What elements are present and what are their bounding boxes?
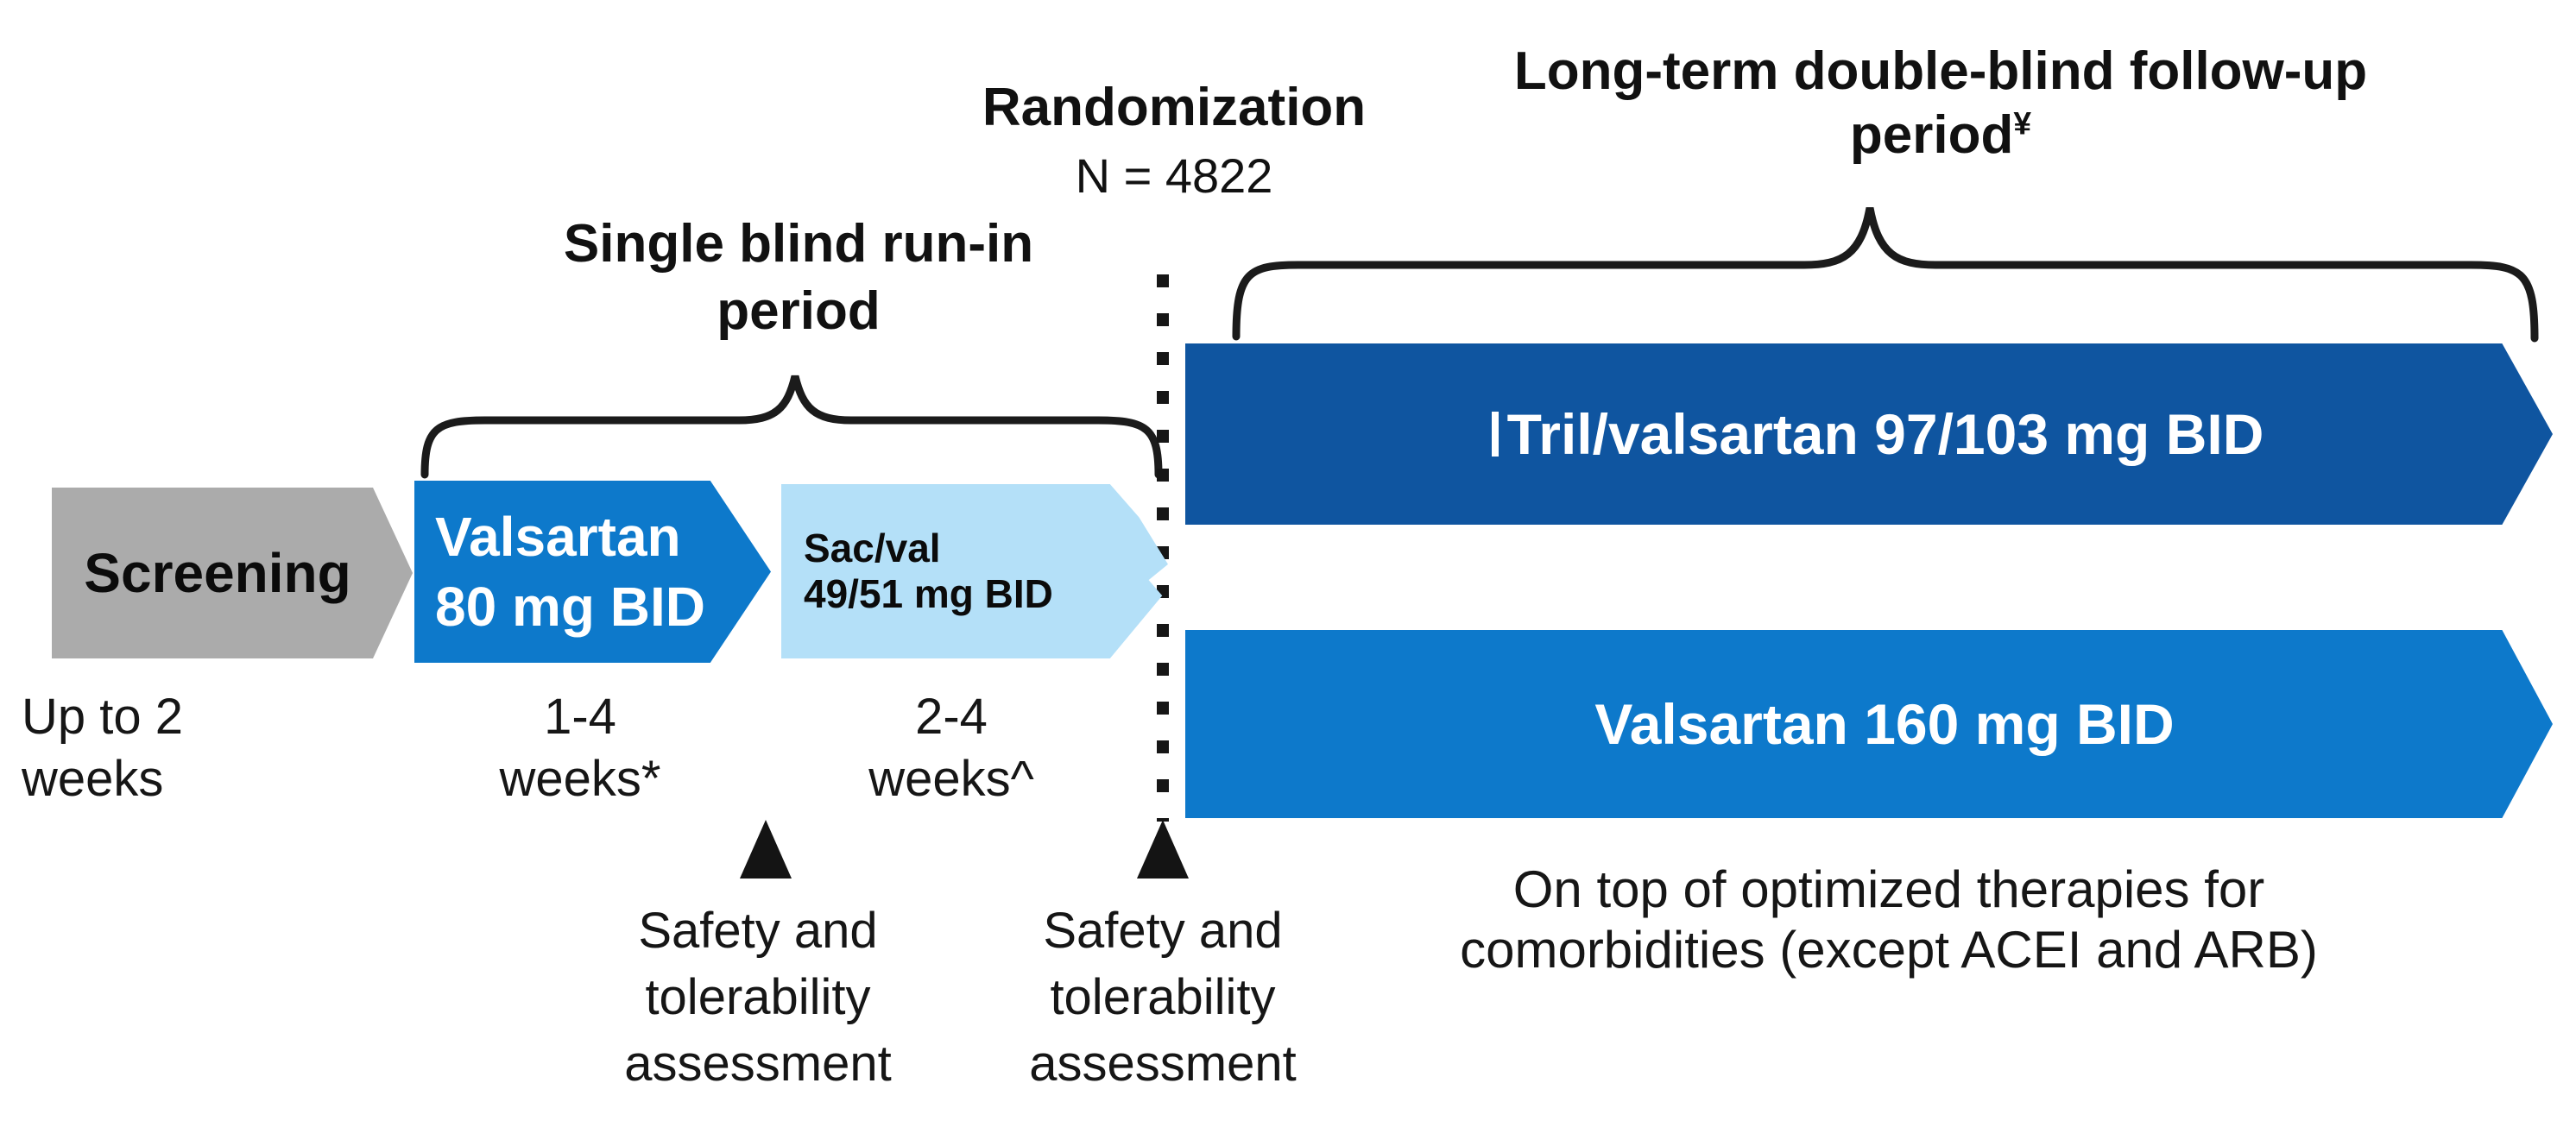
yen-superscript: ¥	[2013, 104, 2032, 142]
tril-valsartan-label: Tril/valsartan 97/103 mg BID	[1506, 402, 2264, 466]
sac-val-label-line1: Sac/val	[804, 526, 941, 571]
valsartan-80-label-line2: 80 mg BID	[435, 575, 705, 638]
screening-duration-line2: weeks	[22, 750, 164, 807]
optimized-therapies-note: On top of optimized therapies for comorb…	[1460, 860, 2318, 980]
valsartan-160-arrow: Valsartan 160 mg BID	[1185, 630, 2553, 818]
safety-1-line3: assessment	[624, 1036, 892, 1093]
safety-1-line1: Safety and	[638, 903, 878, 959]
run-in-heading-line1: Single blind run-in	[563, 214, 1034, 274]
screening-label: Screening	[84, 542, 351, 604]
valsartan-80-duration: 1-4 weeks*	[500, 686, 661, 810]
safety-2-line2: tolerability	[1050, 969, 1276, 1026]
sac-val-duration-line1: 2-4	[915, 689, 988, 745]
sac-val-duration: 2-4 weeks^	[868, 686, 1034, 810]
screening-duration: Up to 2 weeks	[22, 686, 183, 810]
run-in-heading-line2: period	[717, 280, 881, 341]
valsartan-80-label-line1: Valsartan	[435, 505, 681, 568]
sac-val-duration-line2: weeks^	[868, 750, 1034, 807]
run-in-brace	[420, 375, 1163, 479]
sac-val-label-line2: 49/51 mg BID	[804, 571, 1053, 616]
valsartan-80-duration-line1: 1-4	[544, 689, 616, 745]
optimized-therapies-line2: comorbidities (except ACEI and ARB)	[1460, 921, 2318, 979]
assessment-triangle-1	[740, 820, 792, 879]
text-artifact-tick	[1491, 412, 1499, 457]
sac-val-arrow: Sac/val 49/51 mg BID	[781, 484, 1168, 658]
follow-up-heading-line1: Long-term double-blind follow-up	[1513, 41, 2368, 101]
valsartan-80-arrow: Valsartan 80 mg BID	[414, 481, 771, 663]
valsartan-80-duration-line2: weeks*	[499, 750, 661, 807]
safety-2-line1: Safety and	[1043, 903, 1283, 959]
follow-up-heading-line2: period¥	[1849, 104, 2032, 166]
valsartan-160-label: Valsartan 160 mg BID	[1594, 692, 2175, 756]
follow-up-heading: Long-term double-blind follow-up period¥	[1514, 40, 2367, 168]
run-in-heading: Single blind run-in period	[564, 211, 1033, 344]
randomization-heading: Randomization N = 4822	[982, 76, 1366, 205]
randomization-n: N = 4822	[1075, 148, 1273, 204]
safety-2-line3: assessment	[1029, 1036, 1297, 1093]
assessment-triangle-2	[1137, 820, 1189, 879]
safety-assessment-label-2: Safety and tolerability assessment	[1029, 897, 1296, 1097]
screening-duration-line1: Up to 2	[22, 689, 183, 745]
safety-assessment-label-1: Safety and tolerability assessment	[624, 897, 891, 1097]
randomization-title: Randomization	[982, 78, 1367, 137]
tril-valsartan-arrow: Tril/valsartan 97/103 mg BID	[1185, 343, 2553, 525]
optimized-therapies-line1: On top of optimized therapies for	[1512, 860, 2265, 918]
safety-1-line2: tolerability	[645, 969, 871, 1026]
screening-arrow: Screening	[52, 488, 413, 658]
randomization-dotted-line	[1157, 274, 1169, 822]
follow-up-brace	[1232, 207, 2539, 343]
